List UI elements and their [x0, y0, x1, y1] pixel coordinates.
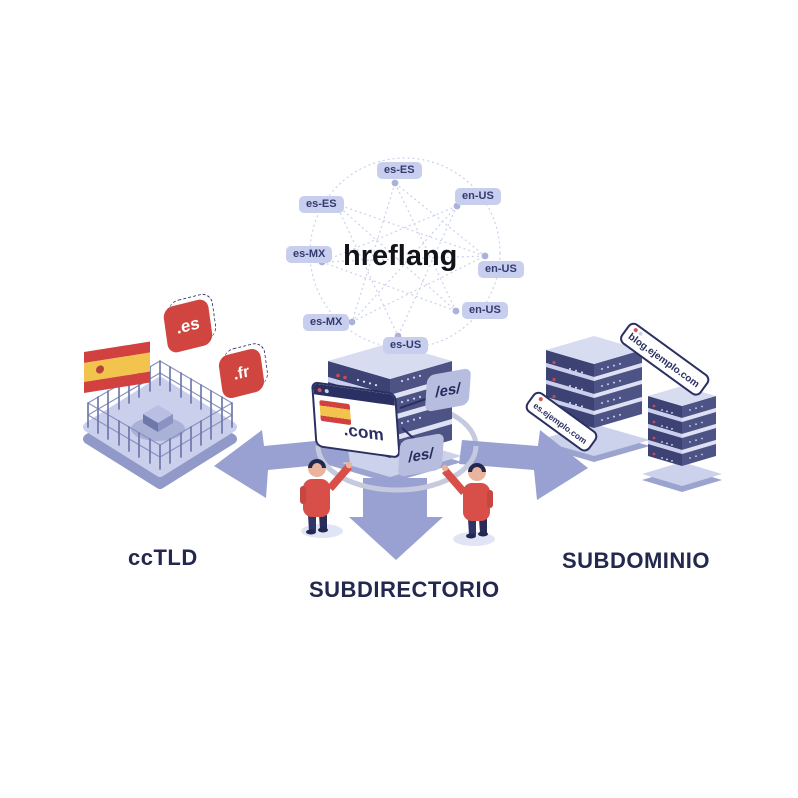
hreflang-chip: en-US: [455, 188, 501, 205]
hreflang-chip: es-MX: [303, 314, 350, 331]
hreflang-chip: en-US: [478, 261, 524, 278]
hreflang-network-graph: [309, 157, 501, 349]
cctld-platform: [83, 360, 237, 489]
red-dot-icon: [317, 387, 322, 392]
arrow-down-icon: [349, 478, 443, 560]
tag-connector-1: [399, 398, 427, 409]
com-domain-label: .com: [342, 420, 385, 445]
fence-icon: [87, 360, 233, 470]
hreflang-title: hreflang: [343, 240, 458, 272]
white-dot-icon: [324, 388, 329, 393]
hreflang-chip: es-US: [383, 337, 429, 354]
label-subdirectorio: SUBDIRECTORIO: [309, 577, 500, 602]
com-browser-card: .com: [311, 381, 401, 459]
stone-icon: [143, 405, 173, 432]
hreflang-chip: en-US: [462, 302, 508, 319]
person-left: [300, 459, 353, 538]
hreflang-chip: es-ES: [299, 196, 344, 213]
person-right: [441, 463, 495, 546]
orbit-ring-front: [315, 445, 479, 493]
arrow-right-icon: [459, 430, 588, 500]
label-subdominio: SUBDOMINIO: [562, 548, 710, 573]
hreflang-chip: es-MX: [286, 246, 333, 263]
label-cctld: ccTLD: [128, 545, 198, 570]
spain-flag-icon: [84, 341, 150, 393]
hreflang-chip: es-ES: [377, 162, 422, 179]
subdomain-server-short: [642, 386, 722, 492]
